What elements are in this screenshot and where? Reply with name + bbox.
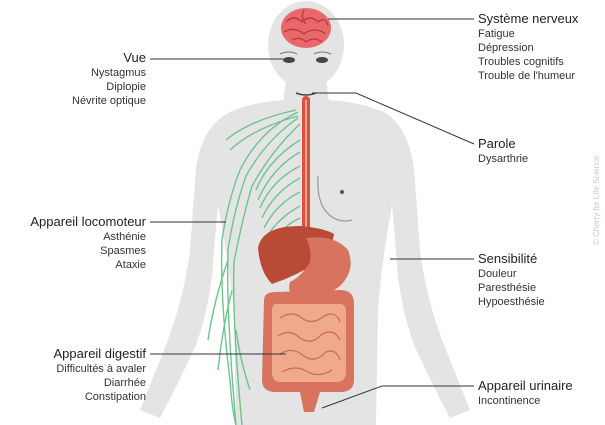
leader-urinaire xyxy=(321,385,474,409)
chest-contour xyxy=(317,175,353,222)
label-sensibilite-item: Paresthésie xyxy=(478,282,537,294)
label-nerveux-item: Trouble de l'humeur xyxy=(478,70,576,82)
mouth-icon xyxy=(295,92,317,96)
label-locomoteur-item: Asthénie xyxy=(103,231,146,243)
label-vue: Vue Nystagmus Diplopie Névrite optique xyxy=(72,50,146,108)
label-urinaire-item: Incontinence xyxy=(478,395,541,407)
nerve-bundle xyxy=(207,109,301,425)
brain-icon xyxy=(281,8,331,48)
label-digestif-item: Constipation xyxy=(84,391,146,403)
label-vue-item: Nystagmus xyxy=(90,67,146,79)
label-urinaire: Appareil urinaire Incontinence xyxy=(478,378,573,408)
label-digestif-title: Appareil digestif xyxy=(53,346,147,361)
label-sensibilite-title: Sensibilité xyxy=(478,251,538,266)
leader-lines xyxy=(150,18,475,409)
label-parole: Parole Dysarthrie xyxy=(478,136,528,166)
small-intestine xyxy=(272,304,346,382)
credit-text: © Cherry for Life Science xyxy=(592,155,601,245)
label-parole-item: Dysarthrie xyxy=(478,153,529,165)
right-eye-icon xyxy=(316,57,328,63)
nipple xyxy=(340,190,344,194)
label-vue-title: Vue xyxy=(123,50,146,65)
label-nerveux-item: Dépression xyxy=(478,42,534,54)
label-nerveux-item: Fatigue xyxy=(478,28,515,40)
label-digestif-item: Diarrhée xyxy=(103,377,146,389)
label-locomoteur: Appareil locomoteur Asthénie Spasmes Ata… xyxy=(30,214,146,272)
left-eye-icon xyxy=(283,57,295,63)
label-locomoteur-item: Spasmes xyxy=(100,245,146,257)
label-locomoteur-title: Appareil locomoteur xyxy=(30,214,146,229)
label-sensibilite-item: Douleur xyxy=(478,268,517,280)
label-sensibilite: Sensibilité Douleur Paresthésie Hypoesth… xyxy=(478,251,545,309)
label-parole-title: Parole xyxy=(478,136,516,151)
face xyxy=(279,51,332,96)
label-vue-item: Diplopie xyxy=(106,81,146,93)
label-vue-item: Névrite optique xyxy=(72,95,146,107)
label-digestif: Appareil digestif Difficultés à avaler D… xyxy=(54,346,147,404)
label-nerveux-title: Système nerveux xyxy=(478,11,579,26)
leader-parole xyxy=(312,92,475,145)
label-urinaire-title: Appareil urinaire xyxy=(478,378,573,393)
stomach xyxy=(289,237,351,299)
label-nerveux: Système nerveux Fatigue Dépression Troub… xyxy=(478,11,578,83)
label-sensibilite-item: Hypoesthésie xyxy=(478,296,545,308)
label-digestif-item: Difficultés à avaler xyxy=(56,363,146,375)
label-nerveux-item: Troubles cognitifs xyxy=(478,56,564,68)
label-locomoteur-item: Ataxie xyxy=(115,259,146,271)
